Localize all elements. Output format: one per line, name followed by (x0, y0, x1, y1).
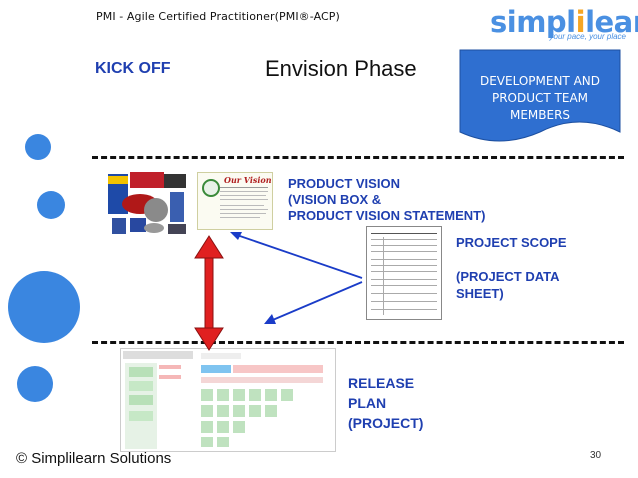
circle-small-top (25, 134, 51, 160)
project-data-sheet-image (366, 226, 442, 320)
release-plan-image (120, 348, 336, 452)
vision-box-image (104, 170, 192, 236)
product-vision-label: PRODUCT VISION (VISION BOX & PRODUCT VIS… (288, 176, 486, 223)
separator-top (92, 156, 624, 159)
separator-bottom (92, 341, 624, 344)
page-number: 30 (590, 450, 602, 461)
scope-arrows (230, 232, 363, 324)
decorative-circles (8, 134, 80, 402)
project-scope-label: PROJECT SCOPE (PROJECT DATA SHEET) (456, 235, 567, 301)
vertical-red-arrow (194, 235, 224, 351)
simplilearn-logo: simplilearn your pace, your place (490, 5, 638, 41)
release-plan-label: RELEASE PLAN (PROJECT) (348, 375, 424, 431)
kickoff-label: KICK OFF (95, 60, 171, 77)
slide-title: Envision Phase (265, 56, 417, 81)
logo-tagline: your pace, your place (549, 32, 627, 41)
circle-mid (37, 191, 65, 219)
vision-card-image: Our Vision (197, 172, 273, 230)
circle-lower (17, 366, 53, 402)
team-badge (459, 49, 621, 142)
circle-large (8, 271, 80, 343)
vision-card-heading: Our Vision (224, 175, 272, 185)
team-badge-text: DEVELOPMENT AND PRODUCT TEAM MEMBERS (479, 74, 601, 122)
copyright: © Simplilearn Solutions (16, 450, 172, 467)
course-title: PMI - Agile Certified Practitioner(PMI®-… (96, 10, 340, 23)
